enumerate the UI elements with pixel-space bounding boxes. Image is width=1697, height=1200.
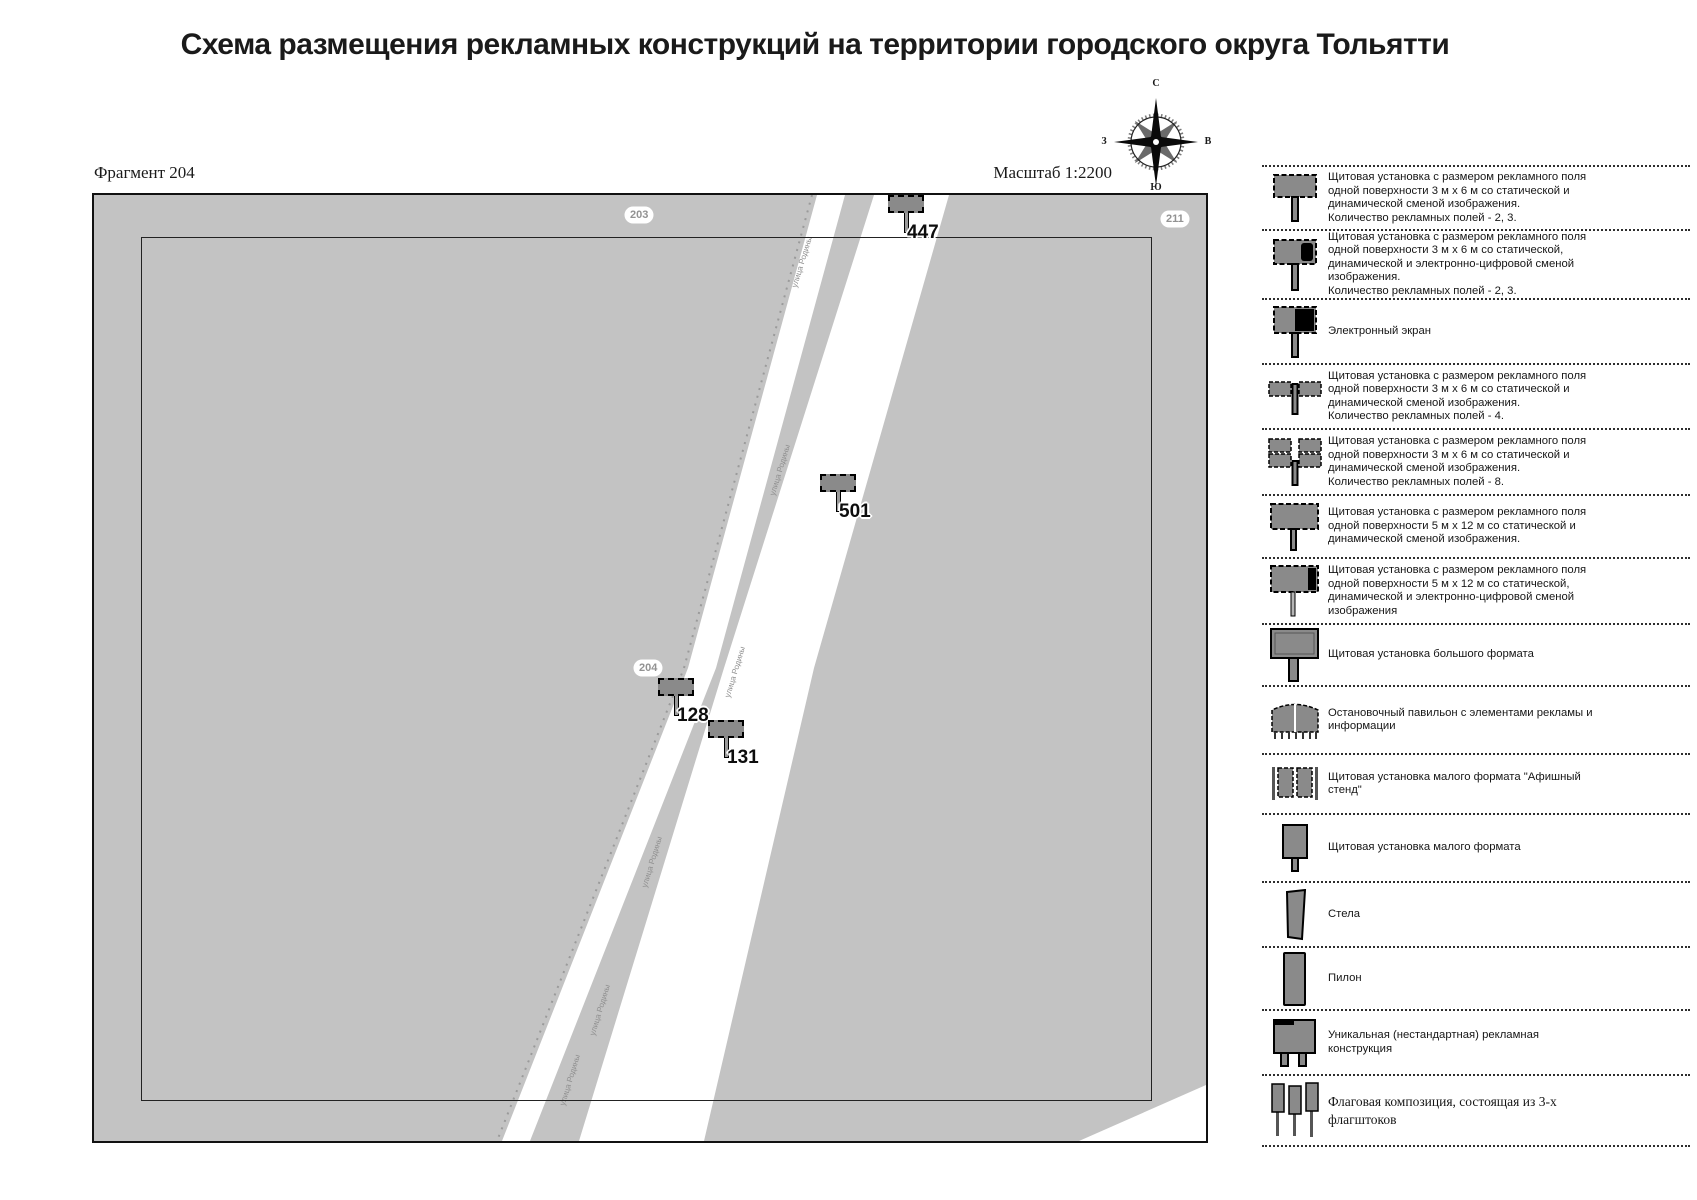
billboard-5x12-digital-icon: [1262, 565, 1328, 617]
legend-item: Электронный экран: [1262, 300, 1690, 365]
open-area-corner: [1079, 1085, 1206, 1141]
legend-item: Щитовая установка малого формата: [1262, 815, 1690, 883]
legend-item: Щитовая установка с размером рекламного …: [1262, 365, 1690, 430]
compass-north-label: С: [1152, 78, 1160, 89]
legend-item-label: Щитовая установка с размером рекламного …: [1328, 506, 1587, 546]
billboard-3x6-4panels-icon: [1262, 376, 1328, 418]
legend-item-label: Электронный экран: [1328, 324, 1431, 337]
billboard-5x12-static-icon: [1262, 502, 1328, 551]
legend-item: Щитовая установка малого формата "Афишны…: [1262, 755, 1690, 815]
legend-item-label: Щитовая установка малого формата: [1328, 841, 1521, 854]
billboard-panel-icon: [820, 474, 856, 492]
billboard-large-format-icon: [1262, 628, 1328, 682]
marker-number: 131: [727, 747, 759, 768]
billboard-marker-447: 447: [888, 195, 939, 243]
legend-item: Пилон: [1262, 948, 1690, 1011]
fragment-label: Фрагмент 204: [94, 163, 195, 182]
road-main-band: [579, 195, 949, 1141]
legend-item-label: Щитовая установка с размером рекламного …: [1328, 564, 1587, 617]
billboard-panel-icon: [888, 195, 924, 213]
map-fragment: улица Родины улица Родины улица Родины у…: [92, 193, 1208, 1143]
legend-item-label: Флаговая композиция, состоящая из 3-х фл…: [1328, 1093, 1557, 1127]
billboard-pole-icon: [903, 213, 909, 233]
legend-item-label: Уникальная (нестандартная) рекламная кон…: [1328, 1029, 1539, 1055]
legend-item-label: Остановочный павильон с элементами рекла…: [1328, 706, 1593, 733]
compass-rose-icon: [1114, 98, 1198, 186]
fragment-badge-203: 203: [626, 208, 653, 222]
legend-item: Уникальная (нестандартная) рекламная кон…: [1262, 1011, 1690, 1076]
electronic-screen-icon: [1262, 305, 1328, 359]
legend: Щитовая установка с размером рекламного …: [1262, 165, 1690, 1147]
fragment-badge-204: 204: [635, 661, 662, 675]
legend-item-label: Щитовая установка с размером рекламного …: [1328, 369, 1587, 423]
legend-item: Щитовая установка с размером рекламного …: [1262, 231, 1690, 300]
billboard-marker-131: 131: [708, 720, 759, 768]
legend-item-label: Щитовая установка с размером рекламного …: [1328, 171, 1587, 224]
legend-item: Щитовая установка с размером рекламного …: [1262, 559, 1690, 625]
legend-item-label: Стела: [1328, 907, 1360, 920]
pylon-icon: [1262, 951, 1328, 1007]
fragment-badge-211: 211: [1162, 212, 1188, 226]
legend-item: Остановочный павильон с элементами рекла…: [1262, 687, 1690, 755]
map-canvas: [94, 195, 1206, 1141]
bus-stop-pavilion-icon: [1262, 699, 1328, 741]
poster-stand-icon: [1262, 765, 1328, 803]
marker-number: 128: [677, 705, 709, 726]
compass-hub-center: [1153, 139, 1159, 145]
unique-construction-icon: [1262, 1018, 1328, 1067]
page-title: Схема размещения рекламных конструкций н…: [180, 28, 1450, 61]
billboard-pole-icon: [723, 738, 729, 758]
legend-item: Флаговая композиция, состоящая из 3-х фл…: [1262, 1076, 1690, 1147]
billboard-marker-501: 501: [820, 474, 871, 522]
small-format-board-icon: [1262, 824, 1328, 872]
legend-item: Щитовая установка большого формата: [1262, 625, 1690, 687]
billboard-marker-128: 128: [658, 678, 709, 726]
billboard-3x6-digital-icon: [1262, 238, 1328, 292]
legend-item: Щитовая установка с размером рекламного …: [1262, 167, 1690, 231]
road-side-lane: [502, 195, 845, 1141]
scale-label: Масштаб 1:2200: [993, 163, 1112, 182]
compass-south-label: Ю: [1150, 182, 1162, 193]
legend-item-label: Щитовая установка большого формата: [1328, 648, 1534, 661]
flag-composition-icon: [1262, 1081, 1328, 1140]
stela-icon: [1262, 888, 1328, 941]
marker-number: 447: [907, 222, 939, 243]
legend-item: Щитовая установка с размером рекламного …: [1262, 496, 1690, 559]
legend-item-label: Пилон: [1328, 971, 1362, 984]
legend-item-label: Щитовая установка с размером рекламного …: [1328, 435, 1587, 488]
billboard-3x6-static-icon: [1262, 173, 1328, 223]
billboard-pole-icon: [835, 492, 841, 512]
compass-east-label: В: [1204, 136, 1212, 147]
legend-item: Стела: [1262, 883, 1690, 948]
marker-number: 501: [839, 501, 871, 522]
billboard-pole-icon: [673, 696, 679, 716]
legend-item-label: Щитовая установка с размером рекламного …: [1328, 230, 1587, 297]
legend-item-label: Щитовая установка малого формата "Афишны…: [1328, 770, 1581, 797]
billboard-3x6-8panels-icon: [1262, 437, 1328, 487]
billboard-panel-icon: [708, 720, 744, 738]
billboard-panel-icon: [658, 678, 694, 696]
compass-west-label: З: [1101, 136, 1107, 147]
legend-item: Щитовая установка с размером рекламного …: [1262, 430, 1690, 496]
